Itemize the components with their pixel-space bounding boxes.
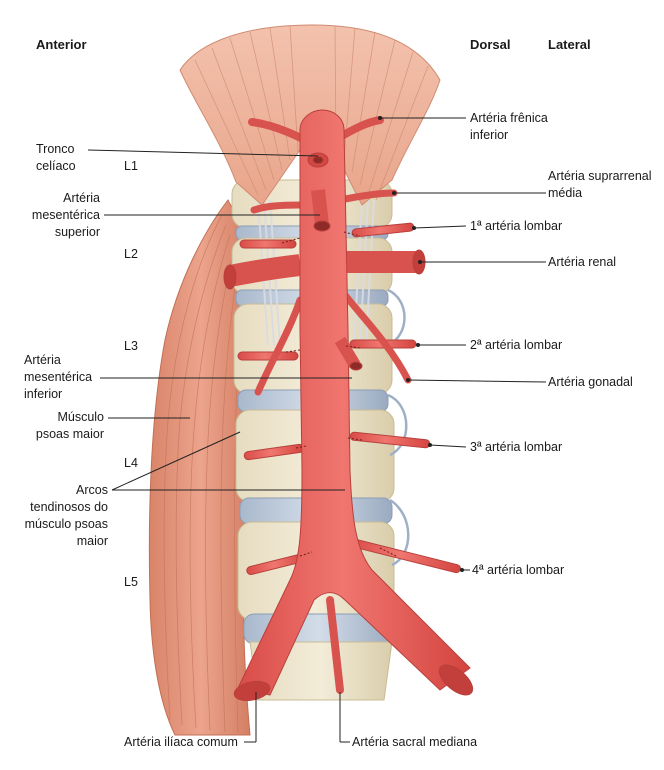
vertebra-l5: L5 <box>124 575 138 589</box>
label-frenica-inferior: Artéria frênica inferior <box>470 111 548 142</box>
label-lombar-3: 3ª artéria lombar <box>470 440 563 454</box>
label-lombar-2: 2ª artéria lombar <box>470 338 563 352</box>
leader-lines <box>87 117 547 743</box>
orientation-anterior: Anterior <box>36 37 87 52</box>
label-suprarrenal-media: Artéria suprarrenal média <box>548 169 652 200</box>
abdominal-aorta <box>223 109 474 702</box>
psoas-major-muscle <box>148 199 253 736</box>
orientation-dorsal: Dorsal <box>470 37 511 52</box>
label-gonadal: Artéria gonadal <box>548 375 633 389</box>
label-lombar-4: 4ª artéria lombar <box>472 563 565 577</box>
label-arcos-tendinosos: Arcos tendinosos do músculo psoas maior <box>24 483 108 548</box>
label-renal: Artéria renal <box>548 255 617 269</box>
label-mesenterica-superior: Artéria mesentérica superior <box>31 191 100 239</box>
label-tronco-celiaco: Tronco celíaco <box>36 142 76 173</box>
vertebra-l1: L1 <box>124 159 138 173</box>
orientation-lateral: Lateral <box>548 37 591 52</box>
leader-dots <box>378 116 464 572</box>
vertebra-l4: L4 <box>124 456 138 470</box>
label-iliaca-comum: Artéria ilíaca comum <box>124 735 238 749</box>
label-psoas: Músculo psoas maior <box>35 410 104 441</box>
label-sacral-mediana: Artéria sacral mediana <box>352 735 478 749</box>
label-lombar-1: 1ª artéria lombar <box>470 219 563 233</box>
vertebra-l3: L3 <box>124 339 138 353</box>
vertebra-l2: L2 <box>124 247 138 261</box>
label-mesenterica-inferior: Artéria mesentérica inferior <box>24 353 93 401</box>
